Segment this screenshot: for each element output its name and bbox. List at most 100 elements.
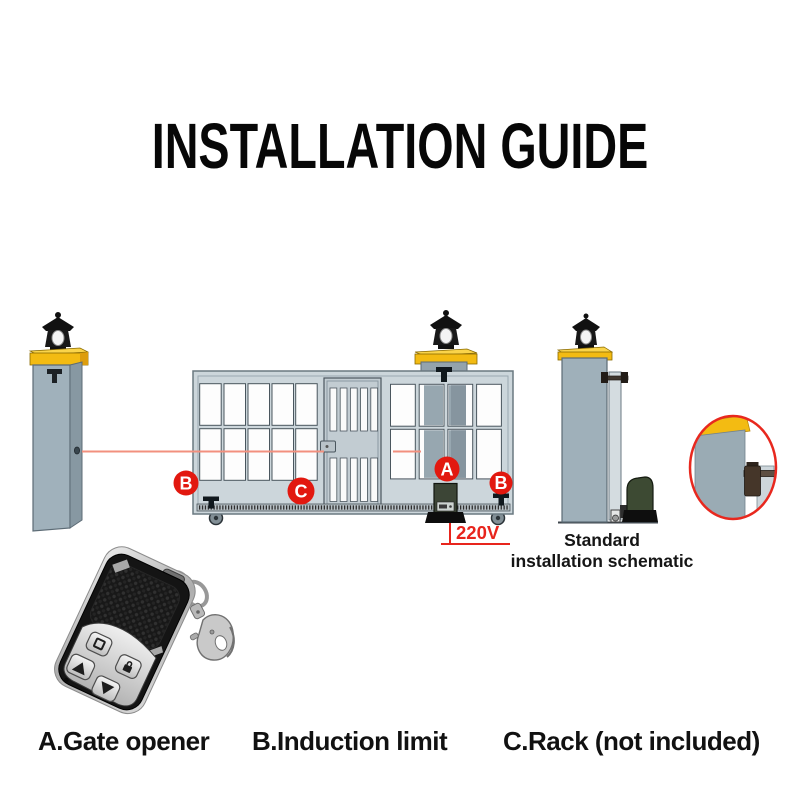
claw-trigger (189, 632, 199, 641)
rack-strip (196, 503, 511, 512)
detail-circle-outline (688, 414, 778, 521)
gate-slat (349, 387, 358, 432)
post-front (561, 357, 608, 523)
gate-pane (390, 428, 416, 480)
induction-limit-switch-left (203, 496, 219, 509)
gate-slat (370, 457, 378, 502)
opener-label-mark (439, 504, 447, 509)
lock-shackle (126, 661, 133, 667)
marker-circle (287, 477, 315, 505)
chrome-accent (112, 559, 130, 573)
gate-pane (199, 383, 222, 426)
remote-control (54, 546, 196, 715)
gate-pane (271, 428, 294, 481)
marker-letter: A (441, 460, 454, 480)
gate-opener-unit (425, 482, 466, 523)
legend-induction-limit: B.Induction limit (252, 726, 448, 756)
post-side (69, 361, 83, 529)
lantern-icon (430, 310, 462, 349)
rail-bottom-clamp (620, 505, 627, 518)
mounting-bracket (47, 369, 62, 383)
remote-button-open[interactable] (65, 653, 96, 682)
lantern-icon (42, 312, 74, 351)
gate-left-panel-grid (199, 383, 318, 481)
marker-circle (489, 471, 513, 495)
marker-c: C (287, 477, 315, 505)
motor-base (622, 510, 658, 522)
led-indicator (63, 677, 69, 683)
gate-pane (223, 383, 246, 426)
voltage-label: 220V (456, 522, 500, 543)
schematic-caption-line1: Standard (564, 530, 640, 550)
gate-pane (476, 428, 502, 480)
marker-letter: B (180, 474, 193, 494)
swivel-pin (196, 610, 200, 614)
gate-pane (476, 383, 502, 427)
marker-letter: C (295, 482, 308, 502)
gate-slat (329, 387, 338, 432)
marker-b-left: B (173, 470, 199, 496)
left-lamp-post (28, 312, 90, 532)
lantern-roof (42, 317, 74, 331)
opener-base (425, 512, 466, 523)
detail-bracket (744, 465, 761, 497)
induction-limit-switch-right (493, 493, 509, 506)
marker-circle (173, 470, 199, 496)
detail-knob (778, 462, 789, 468)
opener-label-dot (449, 505, 452, 508)
standard-installation-schematic (556, 313, 658, 524)
power-line-220v: 220V (441, 522, 510, 545)
marker-b-right: B (489, 471, 513, 495)
schematic-caption: Standard installation schematic (490, 530, 714, 573)
remote-button-close[interactable] (90, 674, 121, 703)
arrow-up-icon (71, 662, 85, 676)
gate-slat (329, 457, 338, 502)
gate-pane (247, 383, 270, 426)
post-front (32, 364, 71, 532)
gate-slat (370, 387, 378, 432)
gate-pane (247, 428, 270, 481)
gate-slat (360, 457, 368, 502)
sliding-gate (192, 367, 514, 526)
rail-top-bracket (601, 372, 629, 383)
legend-rack: C.Rack (not included) (503, 726, 760, 756)
detail-knob (746, 462, 759, 468)
claw-hook (226, 626, 235, 658)
lobster-claw (196, 614, 234, 661)
page-title: INSTALLATION GUIDE (151, 110, 649, 182)
lantern-icon (572, 313, 600, 349)
claw-opening (214, 635, 228, 651)
keychain-clasp (170, 570, 235, 661)
marker-a: A (434, 456, 460, 482)
arrow-down-icon (101, 681, 115, 695)
guide-rail (608, 371, 622, 521)
gate-slat (360, 387, 368, 432)
mounting-detail-circle (688, 414, 789, 521)
lantern-bulb (51, 330, 65, 346)
gate-pane (271, 383, 294, 426)
lantern-finial (55, 312, 61, 318)
legend-gate-opener: A.Gate opener (38, 726, 210, 756)
claw-rivet (209, 629, 215, 635)
remote-button-stop[interactable] (85, 631, 114, 658)
gate-slat (349, 457, 358, 502)
latch-keyhole (325, 445, 329, 448)
gate-pane (295, 428, 318, 481)
gate-slat (339, 457, 348, 502)
gate-pane (199, 428, 222, 481)
gate-middle-door (320, 377, 382, 508)
detail-bracket (775, 465, 776, 497)
gate-pane (390, 383, 416, 427)
gate-pane (295, 383, 318, 426)
lock-icon (122, 664, 133, 673)
marker-circle (434, 456, 460, 482)
photocell-sensor (74, 446, 81, 455)
remote-button-lock[interactable] (114, 653, 143, 680)
schematic-caption-line2: installation schematic (510, 551, 694, 572)
stop-icon (93, 637, 106, 651)
middle-lamp-post (414, 310, 478, 374)
marker-letter: B (495, 473, 508, 493)
rail-roller (612, 514, 619, 522)
